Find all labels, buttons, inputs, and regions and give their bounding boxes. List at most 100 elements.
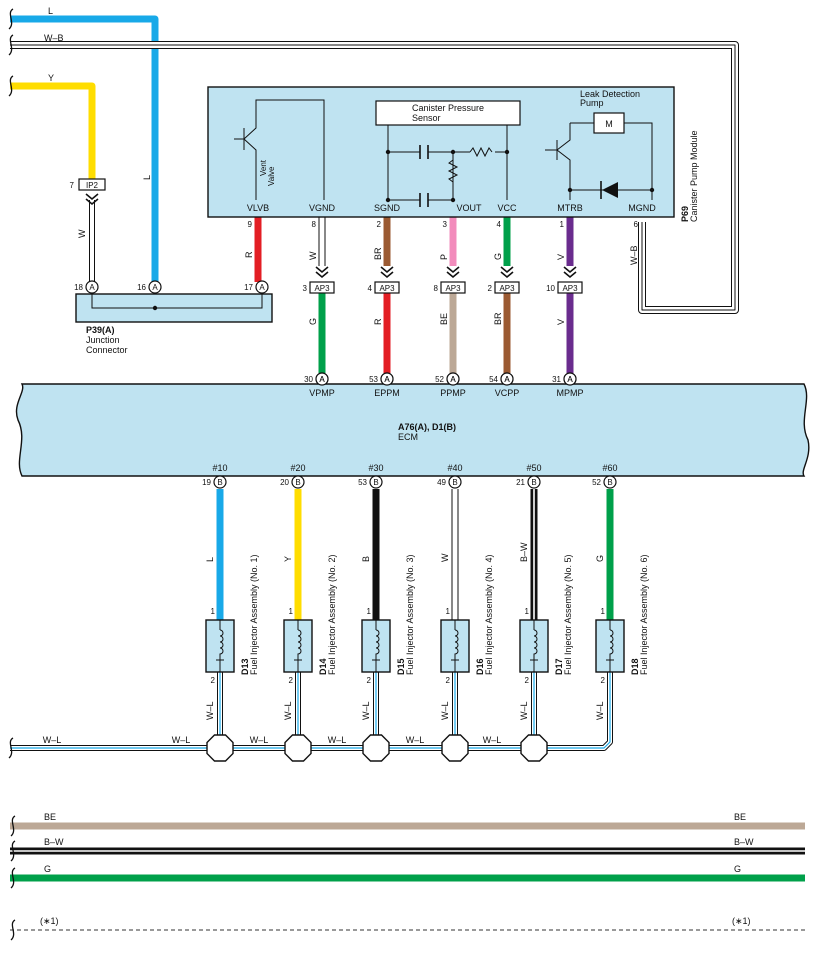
ecm-terminal-vcpp: VCPP [495, 388, 520, 398]
ecm-bottom-pin-6-pin-circle [603, 475, 617, 489]
ap3-connector-2-pin-num: 8 [434, 284, 439, 293]
ap3-connector-1-pin-num: 4 [368, 284, 373, 293]
pin-num-module-vgnd: 8 [312, 220, 317, 229]
ecm-bottom-label-4: #40 [447, 463, 462, 473]
ecm-top-pin-vpmp-pin-letter: A [319, 375, 325, 384]
injector-name-3: Fuel Injector Assembly (No. 3) [405, 554, 415, 675]
injector-code-2: D14 [318, 658, 328, 675]
bus-break-left-1 [10, 840, 16, 862]
junction-pin-num-18: 18 [74, 283, 83, 292]
injector-code-3: D15 [396, 658, 406, 675]
splice-point-4 [441, 734, 469, 762]
ecm-bottom-pin-num-4: 49 [437, 478, 446, 487]
ip2-chevron [85, 193, 99, 206]
ecm-terminal-ppmp: PPMP [440, 388, 466, 398]
wire-label-vlvb: R [244, 251, 254, 258]
junction-pin-18-pin-letter: A [89, 283, 95, 292]
ecm-top-pin-num-vpmp: 30 [304, 375, 313, 384]
sensor-label-1: Canister Pressure [412, 103, 484, 113]
injector-pin2-3: 2 [367, 676, 372, 685]
terminal-mtrb: MTRB [557, 203, 583, 213]
ecm-top-pin-num-ppmp: 52 [435, 375, 444, 384]
motor-label: M [605, 119, 613, 129]
splice-point-2 [284, 734, 312, 762]
wire-label-mgnd: W–B [629, 245, 639, 265]
vent-label-1: Vent [259, 159, 268, 176]
bus-label-left-2: G [44, 864, 51, 874]
ap3-connector-4-pin-num: 10 [546, 284, 555, 293]
injector-coil-3 [372, 620, 380, 672]
pump-label-1: Leak Detection [580, 89, 640, 99]
wire-label-module-sgnd: BR [373, 247, 383, 260]
bus-label-right-1: B–W [734, 837, 754, 847]
wire-layer [10, 15, 805, 931]
ecm-top-pin-front-3-pin-letter: A [504, 375, 510, 384]
ecm-top-pin-front-4-pin-letter: A [567, 375, 573, 384]
junction-code: P39(A) [86, 325, 115, 335]
ap3-connector-2-name: AP3 [445, 284, 461, 293]
sensor-resistor-v [447, 159, 459, 183]
ecm-bottom-pin-1-pin-letter: B [217, 478, 222, 487]
injector-pin2-4: 2 [446, 676, 451, 685]
injector-code-5: D17 [554, 658, 564, 675]
sensor-node-3 [385, 197, 391, 203]
ecm-bottom-pin-2-pin-letter: B [295, 478, 300, 487]
bus-label-left-0: BE [44, 812, 56, 822]
ip2-box [78, 178, 106, 191]
break-mark-wb [8, 34, 14, 56]
ap3-connector-3-box [494, 281, 520, 294]
wire-label-ap3-ecm-4: V [556, 319, 566, 325]
ap3-connector-4-box [557, 281, 583, 294]
injector-pin1-2: 1 [289, 607, 294, 616]
wire-label-ap3-ecm-3: BR [493, 312, 503, 325]
ecm-terminal-mpmp: MPMP [557, 388, 584, 398]
injector-pin2-2: 2 [289, 676, 294, 685]
component-layer [8, 8, 810, 941]
terminal-vgnd: VGND [309, 203, 336, 213]
ap3-2-chevron [446, 266, 460, 279]
injector-code-4: D16 [475, 658, 485, 675]
ap3-connector-0-box [309, 281, 335, 294]
ecm-top-pin-front-0-pin-letter: A [319, 375, 325, 384]
injector-pin1-3: 1 [367, 607, 372, 616]
ecm-top-pin-eppm-pin-letter: A [384, 375, 390, 384]
junction-pin-num-16: 16 [137, 283, 146, 292]
ecm-bottom-pin-3-pin-letter: B [373, 478, 378, 487]
injector-pin1-6: 1 [601, 607, 606, 616]
wire-label-injector-2: Y [283, 556, 293, 562]
ecm-bottom-label-6: #60 [602, 463, 617, 473]
wire-label-module-mtrb: V [556, 254, 566, 260]
injector-name-4: Fuel Injector Assembly (No. 4) [484, 554, 494, 675]
ecm-bottom-pin-num-1: 19 [202, 478, 211, 487]
wire-label-injector-1: L [205, 557, 215, 562]
junction-node [152, 305, 158, 311]
ecm-bottom-label-1: #10 [212, 463, 227, 473]
ground-bus-label-5: W–L [406, 735, 425, 745]
bus-break-left-0 [10, 815, 16, 837]
wire-label-y: Y [48, 73, 54, 83]
wire-label-l-vertical: L [142, 175, 152, 180]
sensor-label-2: Sensor [412, 113, 441, 123]
injector-name-2: Fuel Injector Assembly (No. 2) [327, 554, 337, 675]
bus-label-left-1: B–W [44, 837, 64, 847]
injector-pin2-1: 2 [211, 676, 216, 685]
ap3-connector-3-name: AP3 [499, 284, 515, 293]
injector-coil-2 [294, 620, 302, 672]
ecm-bottom-label-3: #30 [368, 463, 383, 473]
ecm-bottom-label-5: #50 [526, 463, 541, 473]
bus-label-right-0: BE [734, 812, 746, 822]
sensor-capacitors [419, 145, 429, 207]
junction-pin-18-pin-circle [85, 280, 99, 294]
vent-valve-transistor [234, 99, 325, 200]
junction-pin-16-pin-letter: A [152, 283, 158, 292]
ground-bus-label-2: W–L [172, 735, 191, 745]
injector-pin1-4: 1 [446, 607, 451, 616]
ecm-name: ECM [398, 432, 418, 442]
pump-node-2 [649, 187, 655, 193]
wire-l-top [10, 15, 159, 285]
ecm-bottom-pin-5-pin-circle [527, 475, 541, 489]
wire-label-ap3-ecm-1: R [373, 318, 383, 325]
ecm-bottom-pin-3-pin-circle [369, 475, 383, 489]
